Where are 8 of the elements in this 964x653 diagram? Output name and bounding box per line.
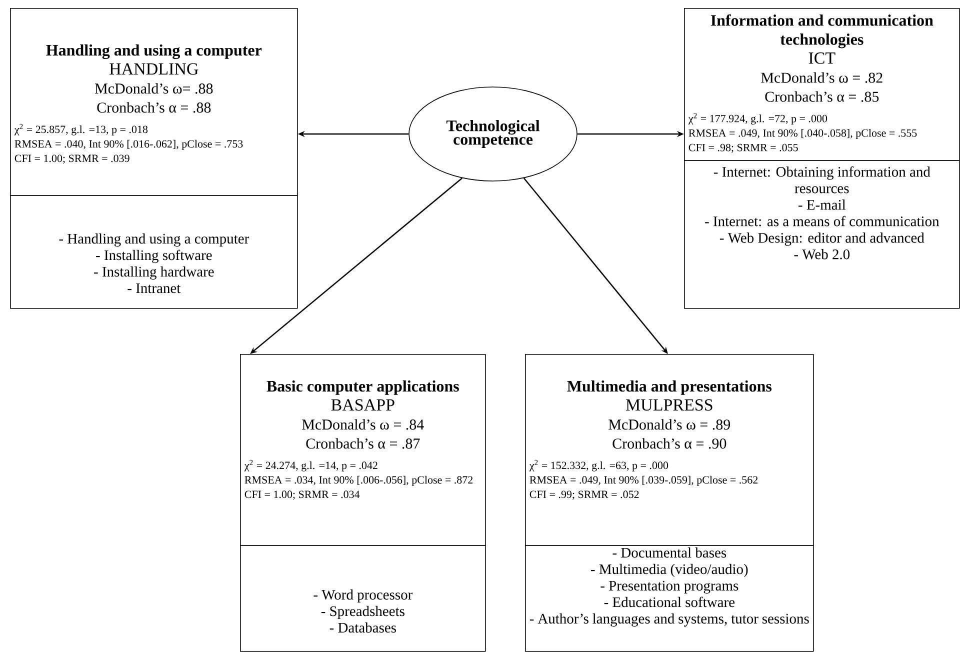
items-box: - Documental bases - Multimedia (video/audio) - Presentation programs - Educational software - Author’s languages and systems, tutor sessions [525, 545, 814, 652]
factor-box: Handling and using a computer HANDLING McDonald’s ω= .88 Cronbach’s α = .88 χ$^{2}$ = 25.857, g.l. =13, p = .018 RMSEA = .040, Int 90% [.016-.062], pClose = .753 CFI = 1.00; SRMR = .039 [10, 8, 298, 196]
items-box: - Handling and using a computer - Installing software - Installing hardware - Intranet [10, 195, 298, 309]
items-box: - Word processor - Spreadsheets - Databases [240, 545, 486, 652]
factor-box: Information and communication technologies ICT McDonald’s ω = .82 Cronbach’s α = .85 χ$^{2}$ = 177.924, g.l. =72, p = .000 RMSEA = .049, Int 90% [.040-.058], pClose = .555 CFI = .98; SRMR = .055 [684, 8, 960, 161]
factor-box: Basic computer applications BASAPP McDonald’s ω = .84 Cronbach’s α = .87 χ$^{2}$ = 24.274, g.l. =14, p = .042 RMSEA = .034, Int 90% [.006-.056], pClose = .872 CFI = 1.00; SRMR = .034 [240, 354, 486, 546]
items-box: - Internet: Obtaining information and resources - E-mail - Internet: as a means of communication - Web Design: editor and advanced - Web 2.0 [684, 160, 960, 309]
factor-box: Multimedia and presentations MULPRESS McDonald’s ω = .89 Cronbach’s α = .90 χ$^{2}$ = 152.332, g.l. =63, p = .000 RMSEA = .049, Int 90% [.039-.059], pClose = .562 CFI = .99; SRMR = .052 [525, 354, 814, 546]
